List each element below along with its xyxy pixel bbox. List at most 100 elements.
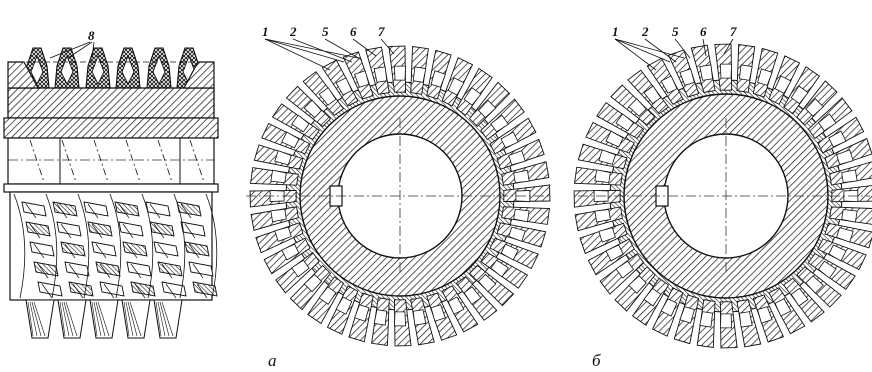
- wheel-a-wedge: [430, 70, 446, 88]
- wheel-b-wedge: [841, 209, 858, 223]
- hob-bottom-teeth: [25, 299, 183, 339]
- hob-helix-line: [29, 139, 45, 183]
- hob-body-band: [7, 87, 215, 119]
- wheel-a-wedge: [318, 286, 337, 305]
- hob-label-8: 8: [88, 28, 95, 43]
- hob-lower-ring: [3, 183, 219, 193]
- wheel-b-wedge: [679, 68, 695, 86]
- wheel-b-wedge: [719, 63, 733, 79]
- hob-blade: [188, 261, 214, 277]
- hob-blade: [176, 201, 202, 217]
- wheel-a-leader-line: [264, 38, 345, 63]
- wheel-b-leader-line: [674, 38, 691, 59]
- wheel-b-wedge: [594, 169, 611, 183]
- hob-helix-line: [189, 139, 205, 183]
- wheel-a-wedge: [430, 304, 446, 322]
- hob-blade: [118, 221, 144, 237]
- wheel-a-wedge: [513, 169, 530, 184]
- hob-helix-line: [125, 139, 141, 183]
- wheel-b-wedge: [817, 113, 837, 132]
- hob-blade: [25, 221, 51, 237]
- wheel-b-wedge: [774, 75, 792, 94]
- wheel-a-wedge: [373, 309, 388, 326]
- hob-tooth-insert: [60, 54, 74, 86]
- wheel-a-leader-line: [264, 38, 331, 71]
- hob-tooth-stripe: [33, 301, 46, 337]
- wheel-b-wedge: [660, 298, 678, 317]
- hob-right-flange: [182, 61, 215, 89]
- hob-blade: [95, 261, 121, 277]
- wheel-a-wedge: [477, 273, 497, 293]
- hob-blade-edge: [25, 203, 37, 219]
- hob-tooth-stripe: [125, 301, 134, 337]
- hob-blade-edge: [29, 223, 41, 239]
- hob-blade-edge: [41, 283, 53, 299]
- wheel-a-wedge: [270, 208, 287, 223]
- wheel-a-wedge: [318, 87, 337, 106]
- hob-blade: [157, 261, 183, 277]
- hob-blade: [114, 201, 140, 217]
- hob-blade-edge: [126, 243, 138, 259]
- wheel-b-wedge: [660, 75, 678, 94]
- hob-blade-edge: [91, 223, 103, 239]
- hob-blade-edge: [68, 263, 80, 279]
- wheel-a-wedge: [447, 77, 465, 96]
- hob-blade-edge: [192, 263, 204, 279]
- wheel-a-label-5: 5: [322, 24, 329, 39]
- hob-leader-line-2: [67, 41, 93, 59]
- wheel-a-wedge: [394, 311, 406, 327]
- hob-tooth-stripe: [129, 301, 142, 337]
- hob-tooth-stripe: [123, 301, 130, 337]
- wheel-b-wedge: [679, 306, 695, 324]
- hob-helix-curve: [173, 193, 186, 299]
- wheel-a-wedge: [500, 131, 519, 149]
- hob-blade-edge: [184, 223, 196, 239]
- wheel-a-wedge: [490, 114, 509, 133]
- wheel-a-wedge: [281, 131, 300, 149]
- hob-blade-edge: [122, 223, 134, 239]
- hob-blade: [161, 281, 187, 297]
- wheel-b-wedge: [615, 113, 635, 132]
- wheel-b-wedge: [598, 227, 616, 243]
- wheel-a-wedge: [490, 259, 509, 278]
- wheel-a-wedge: [335, 296, 353, 315]
- hob-blade: [192, 281, 218, 297]
- hob-tooth-insert: [121, 54, 135, 86]
- wheel-b-wedge: [790, 85, 809, 105]
- hob-blade-edge: [130, 263, 142, 279]
- wheel-b-leader-line: [723, 38, 734, 55]
- hob-blade: [126, 261, 152, 277]
- hob-tooth-stripe: [157, 301, 166, 337]
- wheel-a-wedge: [463, 87, 482, 106]
- hob-helical-blades: [13, 193, 218, 299]
- hob-blade-edge: [134, 283, 146, 299]
- wheel-b-caption: б: [592, 351, 601, 370]
- wheel-b-wedge: [605, 244, 624, 262]
- hob-blade-edge: [180, 203, 192, 219]
- hob-blade: [29, 241, 55, 257]
- hob-blade-edge: [118, 203, 130, 219]
- wheel-b-wedge: [805, 275, 824, 294]
- hob-bottom-tooth: [89, 299, 119, 339]
- hob-tooth-stripe: [59, 301, 66, 337]
- wheel-a-wedge: [500, 243, 519, 261]
- hob-blade-edge: [149, 203, 161, 219]
- hob-blade: [21, 201, 47, 217]
- hob-bore-helix-lines: [29, 138, 205, 184]
- hob-tooth-stripe: [95, 301, 106, 337]
- hob-bottom-tooth: [153, 299, 183, 339]
- wheel-a-wedge: [508, 226, 526, 242]
- wheel-b-wedge: [643, 85, 662, 105]
- wheel-b-wedge: [805, 98, 824, 117]
- wheel-b-wedge: [841, 169, 858, 183]
- wheel-b-wedge: [594, 209, 611, 223]
- wheel-b-wedge: [828, 244, 847, 262]
- hob-blade-edge: [95, 243, 107, 259]
- hob-helix-curve: [205, 193, 218, 299]
- hob-blade: [52, 201, 78, 217]
- wheel-b-wedge: [836, 149, 854, 165]
- hob-blade: [122, 241, 148, 257]
